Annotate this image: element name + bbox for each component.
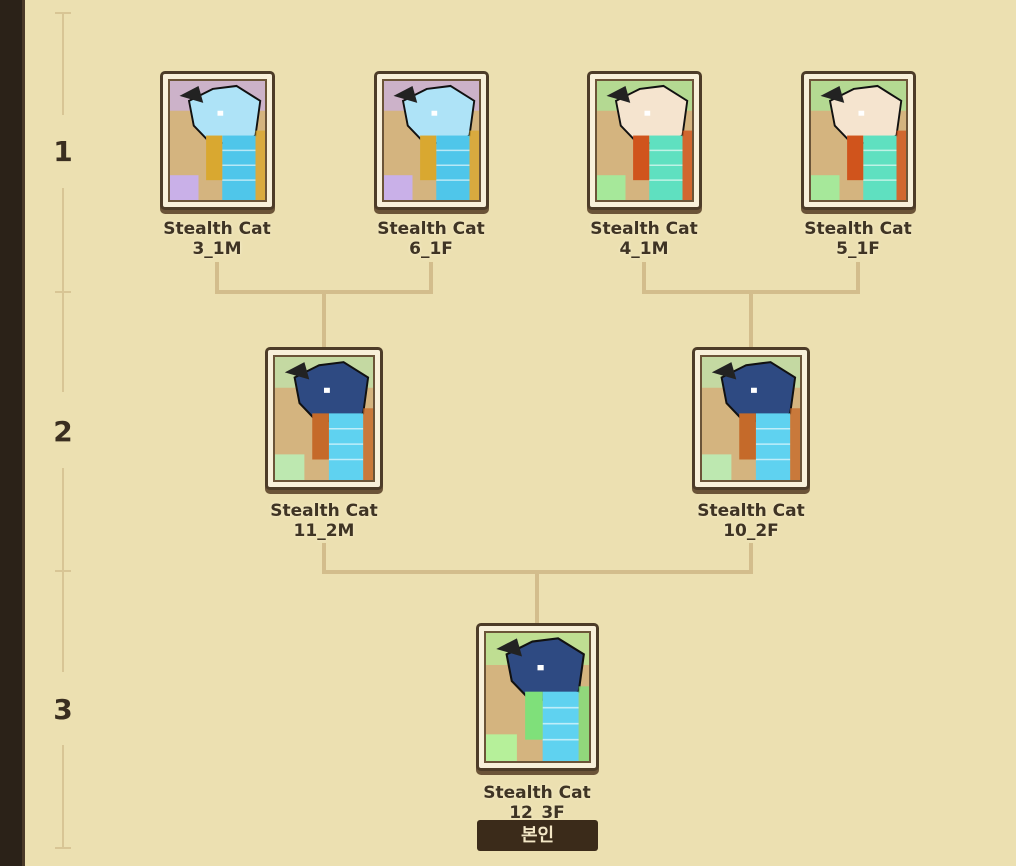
cat-card-4_1M[interactable] (587, 71, 702, 210)
cat-card-10_2F[interactable] (692, 347, 810, 490)
axis-line (62, 292, 64, 392)
cat-id: 6_1F (409, 239, 453, 259)
cat-card-6_1F[interactable] (374, 71, 489, 210)
cat-card-3_1M[interactable] (160, 71, 275, 210)
cat-name: Stealth Cat (697, 501, 805, 521)
axis-tick (55, 847, 71, 849)
cat-portrait (382, 79, 481, 202)
cat-id: 5_1F (836, 239, 880, 259)
generation-label-2: 2 (53, 415, 73, 448)
cat-id: 10_2F (723, 521, 779, 541)
axis-line (62, 468, 64, 570)
axis-line (62, 188, 64, 292)
cat-portrait (809, 79, 908, 202)
cat-id: 12_3F (509, 803, 565, 823)
cat-id: 4_1M (619, 239, 669, 259)
generation-label-1: 1 (53, 135, 73, 168)
axis-line (62, 745, 64, 848)
cat-card-5_1F[interactable] (801, 71, 916, 210)
cat-portrait (595, 79, 694, 202)
cat-name: Stealth Cat (804, 219, 912, 239)
cat-name: Stealth Cat (163, 219, 271, 239)
axis-line (62, 12, 64, 115)
cat-portrait (273, 355, 375, 482)
cat-name: Stealth Cat (377, 219, 485, 239)
cat-name: Stealth Cat (270, 501, 378, 521)
cat-name: Stealth Cat (483, 783, 591, 803)
cat-id: 3_1M (192, 239, 242, 259)
cat-name: Stealth Cat (590, 219, 698, 239)
self-badge: 본인 (477, 820, 598, 851)
axis-line (62, 570, 64, 672)
cat-card-12_3F[interactable] (476, 623, 599, 771)
cat-portrait (700, 355, 802, 482)
left-panel-edge (0, 0, 25, 866)
cat-portrait (484, 631, 591, 763)
cat-card-11_2M[interactable] (265, 347, 383, 490)
cat-portrait (168, 79, 267, 202)
generation-label-3: 3 (53, 693, 73, 726)
cat-id: 11_2M (293, 521, 355, 541)
